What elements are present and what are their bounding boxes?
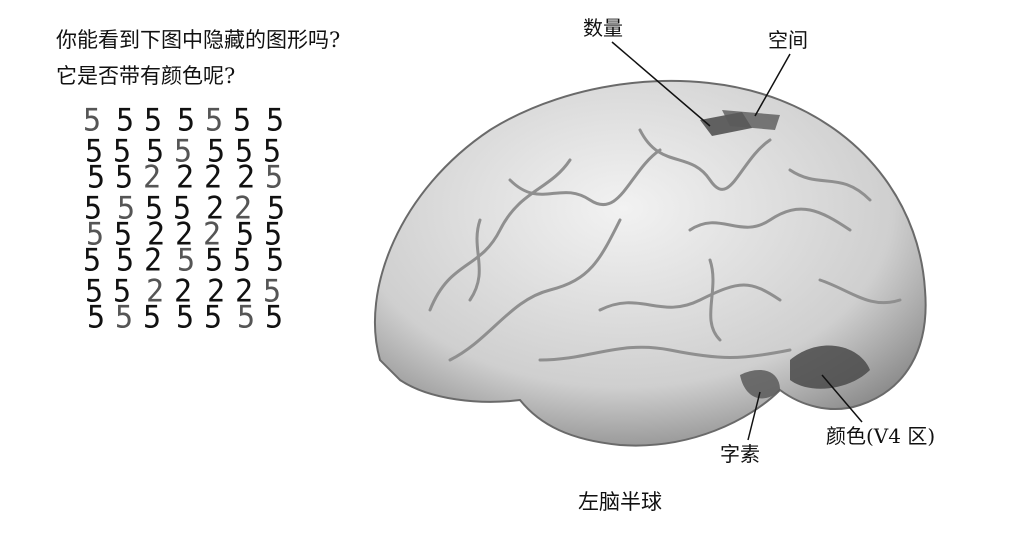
puzzle-glyph: 5 (265, 159, 284, 196)
puzzle-glyph: 5 (113, 133, 132, 170)
puzzle-glyph: 5 (263, 273, 282, 310)
puzzle-glyph: 5 (235, 133, 254, 170)
figure-caption: 左脑半球 (578, 490, 662, 514)
puzzle-glyph: 2 (176, 159, 195, 196)
puzzle-glyph: 2 (144, 242, 163, 279)
region-character (740, 370, 780, 399)
puzzle-glyph: 5 (177, 242, 196, 279)
region-space (722, 110, 780, 130)
puzzle-glyph: 5 (85, 133, 104, 170)
label-space: 空间 (768, 28, 808, 52)
puzzle-glyph: 5 (266, 102, 285, 139)
puzzle-glyph: 5 (143, 299, 162, 336)
puzzle-glyph: 5 (233, 242, 252, 279)
puzzle-glyph: 5 (116, 102, 135, 139)
puzzle-glyph: 2 (175, 216, 194, 253)
label-character: 字素 (720, 442, 760, 466)
puzzle-glyph: 5 (115, 159, 134, 196)
puzzle-glyph: 2 (174, 273, 193, 310)
puzzle-glyph: 5 (113, 273, 132, 310)
puzzle-glyph: 5 (145, 190, 164, 227)
puzzle-glyph: 5 (116, 242, 135, 279)
puzzle-glyph: 5 (263, 133, 282, 170)
puzzle-glyph: 2 (235, 273, 254, 310)
puzzle-glyph: 2 (143, 159, 162, 196)
puzzle-glyph: 5 (176, 299, 195, 336)
puzzle-glyph: 2 (234, 190, 253, 227)
brain-gyri (428, 128, 902, 362)
region-color-v4 (790, 345, 870, 389)
puzzle-glyph: 5 (205, 102, 224, 139)
puzzle-glyph: 5 (265, 299, 284, 336)
puzzle-glyph: 5 (205, 242, 224, 279)
puzzle-glyph: 5 (177, 102, 196, 139)
puzzle-glyph: 2 (207, 273, 226, 310)
puzzle-glyph: 2 (146, 273, 165, 310)
puzzle-glyph: 2 (147, 216, 166, 253)
puzzle-glyph: 5 (267, 190, 286, 227)
puzzle-glyph: 5 (83, 102, 102, 139)
puzzle-glyph: 5 (236, 216, 255, 253)
question-line-2: 它是否带有颜色呢? (56, 64, 236, 88)
brain-hemisphere (373, 79, 927, 447)
puzzle-glyph: 5 (117, 190, 136, 227)
brain-illustration (373, 79, 927, 447)
puzzle-glyph: 5 (114, 216, 133, 253)
puzzle-glyph: 5 (115, 299, 134, 336)
puzzle-glyph: 5 (87, 159, 106, 196)
puzzle-glyph: 5 (146, 133, 165, 170)
puzzle-glyph: 2 (204, 159, 223, 196)
puzzle-glyph: 2 (206, 190, 225, 227)
label-color-v4: 颜色(V4 区) (826, 424, 936, 448)
puzzle-glyph: 2 (237, 159, 256, 196)
puzzle-glyph: 5 (87, 299, 106, 336)
puzzle-glyph: 5 (83, 242, 102, 279)
question-line-1: 你能看到下图中隐藏的图形吗? (56, 28, 341, 52)
puzzle-glyph: 5 (266, 242, 285, 279)
puzzle-glyph: 5 (144, 102, 163, 139)
label-number: 数量 (583, 16, 623, 40)
puzzle-glyph: 5 (264, 216, 283, 253)
puzzle-glyph: 5 (207, 133, 226, 170)
puzzle-glyph: 2 (203, 216, 222, 253)
puzzle-glyph: 5 (174, 133, 193, 170)
puzzle-glyph: 5 (204, 299, 223, 336)
puzzle-glyph: 5 (173, 190, 192, 227)
puzzle-glyph: 5 (85, 273, 104, 310)
puzzle-glyph: 5 (84, 190, 103, 227)
puzzle-glyph: 5 (233, 102, 252, 139)
puzzle-glyph: 5 (237, 299, 256, 336)
puzzle-glyph: 5 (86, 216, 105, 253)
